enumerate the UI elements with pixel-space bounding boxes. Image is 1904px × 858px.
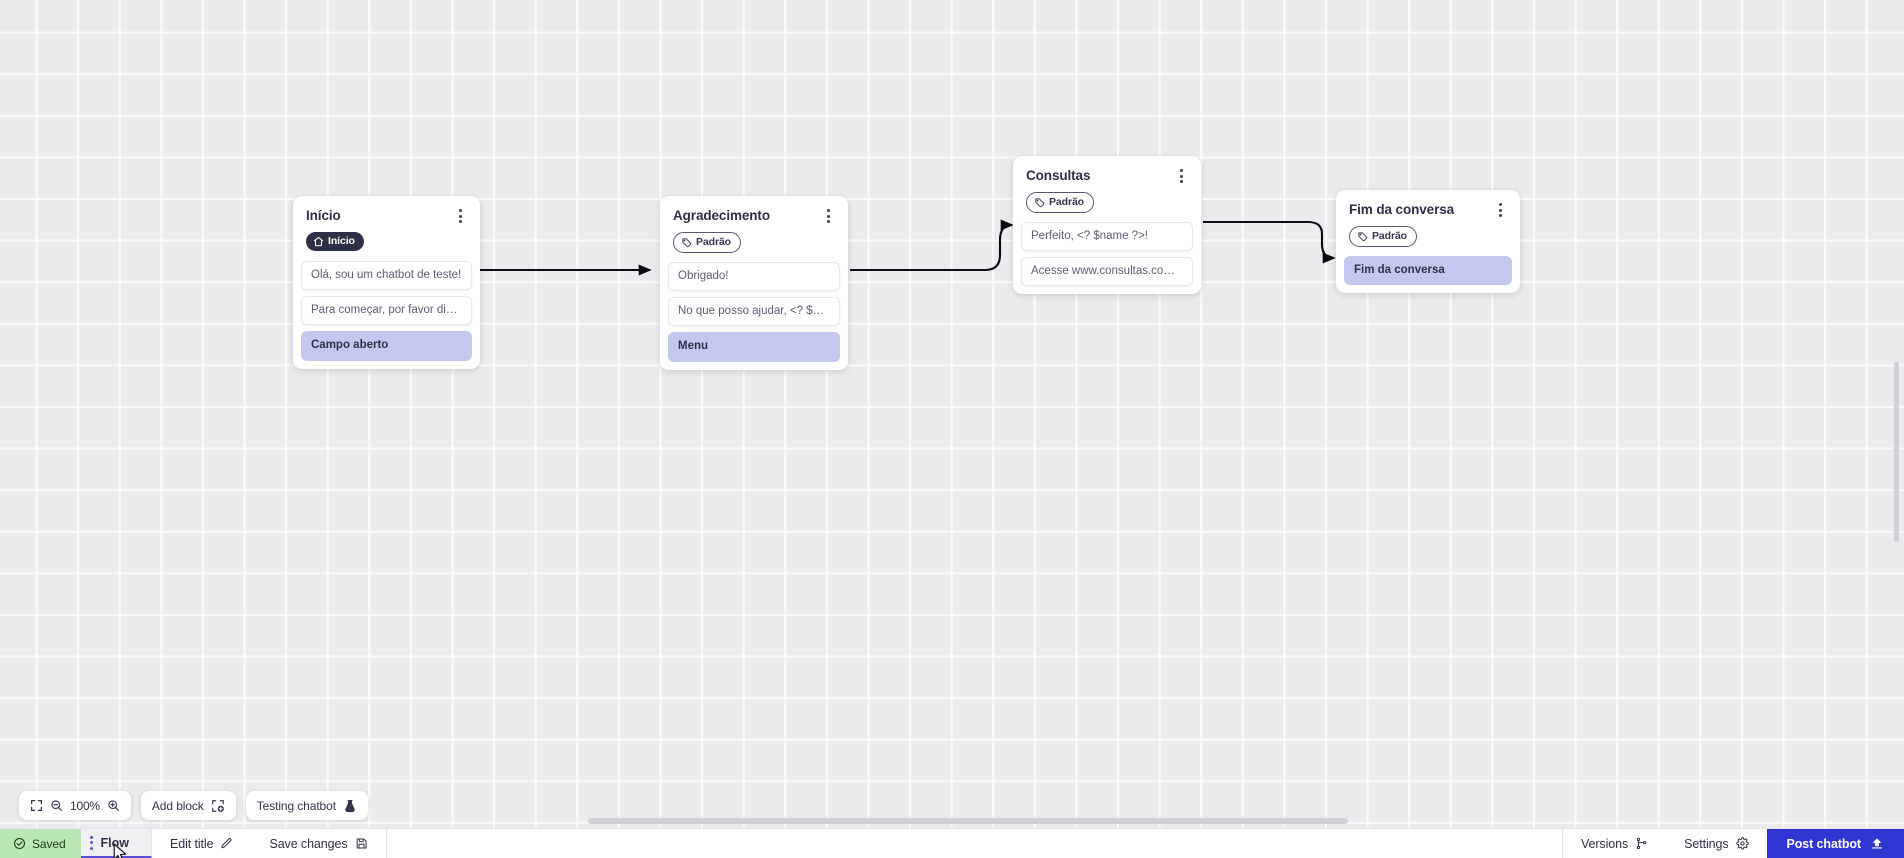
bottom-bar: Saved Flow Edit title Save changes bbox=[0, 828, 1904, 858]
node-rows: Fim da conversa bbox=[1336, 256, 1520, 293]
fit-screen-icon[interactable] bbox=[30, 799, 43, 812]
settings-label: Settings bbox=[1684, 836, 1729, 851]
node-row-accent[interactable]: Fim da conversa bbox=[1344, 256, 1512, 286]
node-menu-icon[interactable] bbox=[452, 207, 468, 225]
node-title: Fim da conversa bbox=[1349, 202, 1455, 217]
node-menu-icon[interactable] bbox=[820, 207, 836, 225]
node-row[interactable]: Olá, sou um chatbot de teste! bbox=[301, 261, 472, 291]
zoom-controls[interactable]: 100% bbox=[19, 791, 131, 820]
testing-chatbot-label: Testing chatbot bbox=[256, 798, 336, 813]
home-icon bbox=[313, 236, 324, 247]
node-badge-row: Início bbox=[293, 225, 480, 261]
node-title: Agradecimento bbox=[673, 208, 770, 223]
save-changes-button[interactable]: Save changes bbox=[251, 829, 385, 858]
node-title: Consultas bbox=[1026, 168, 1091, 183]
tab-flow[interactable]: Flow bbox=[80, 829, 152, 858]
node-rows: Obrigado! No que posso ajudar, <? $name … bbox=[660, 262, 848, 370]
node-row[interactable]: Para começar, por favor digite o ... bbox=[301, 296, 472, 326]
badge-padrao: Padrão bbox=[1349, 226, 1417, 247]
node-inicio[interactable]: Início Início Olá, sou um chatbot de tes… bbox=[293, 196, 480, 369]
node-row[interactable]: Acesse www.consultas.com par... bbox=[1021, 257, 1193, 287]
node-header: Consultas bbox=[1013, 156, 1201, 185]
bottom-bar-left: Saved Flow Edit title Save changes bbox=[0, 829, 387, 858]
floppy-disk-icon bbox=[355, 837, 368, 850]
node-rows: Olá, sou um chatbot de teste! Para começ… bbox=[293, 261, 480, 369]
node-badge-row: Padrão bbox=[660, 225, 848, 262]
save-changes-label: Save changes bbox=[269, 836, 348, 851]
edit-title-label: Edit title bbox=[170, 836, 214, 851]
node-menu-icon[interactable] bbox=[1492, 201, 1508, 219]
tag-icon bbox=[1035, 198, 1045, 208]
tag-icon bbox=[1358, 232, 1368, 242]
node-agradecimento[interactable]: Agradecimento Padrão Obrigado! No que po… bbox=[660, 196, 848, 370]
post-chatbot-button[interactable]: Post chatbot bbox=[1766, 829, 1904, 858]
kebab-icon[interactable] bbox=[89, 835, 93, 850]
flow-canvas[interactable]: Início Início Olá, sou um chatbot de tes… bbox=[0, 0, 1904, 828]
badge-padrao: Padrão bbox=[1026, 192, 1094, 213]
node-badge-row: Padrão bbox=[1336, 219, 1520, 256]
settings-button[interactable]: Settings bbox=[1666, 829, 1766, 858]
versions-label: Versions bbox=[1580, 836, 1629, 851]
node-row-accent[interactable]: Campo aberto bbox=[301, 331, 472, 361]
node-fim-da-conversa[interactable]: Fim da conversa Padrão Fim da conversa bbox=[1336, 190, 1520, 294]
badge-label: Padrão bbox=[696, 236, 731, 249]
canvas-toolbar: 100% Add block Testing chatbot bbox=[19, 791, 368, 820]
check-circle-icon bbox=[13, 837, 26, 850]
node-header: Fim da conversa bbox=[1336, 190, 1520, 219]
node-row[interactable]: No que posso ajudar, <? $name ... bbox=[668, 297, 840, 327]
node-badge-row: Padrão bbox=[1013, 185, 1201, 222]
horizontal-scrollbar[interactable] bbox=[588, 818, 1348, 824]
branch-icon bbox=[1635, 837, 1648, 850]
divider bbox=[385, 829, 387, 858]
zoom-level: 100% bbox=[70, 798, 100, 813]
badge-label: Padrão bbox=[1049, 196, 1084, 209]
node-header: Início bbox=[293, 196, 480, 225]
bottom-bar-right: Versions Settings Post ch bbox=[1561, 829, 1904, 858]
node-row[interactable]: Obrigado! bbox=[668, 262, 840, 292]
add-block-button[interactable]: Add block bbox=[140, 791, 236, 820]
upload-icon bbox=[1870, 837, 1884, 851]
gear-icon bbox=[1735, 837, 1749, 850]
post-chatbot-label: Post chatbot bbox=[1786, 836, 1862, 851]
pencil-icon bbox=[220, 837, 233, 850]
badge-inicio: Início bbox=[306, 232, 364, 251]
node-row[interactable]: Perfeito, <? $name ?>! bbox=[1021, 222, 1193, 252]
node-consultas[interactable]: Consultas Padrão Perfeito, <? $name ?>! … bbox=[1013, 156, 1201, 295]
divider bbox=[1561, 829, 1563, 858]
edge-consultas-fim bbox=[1203, 220, 1336, 264]
flow-connectors bbox=[480, 219, 1336, 276]
add-block-icon bbox=[211, 799, 225, 813]
node-menu-icon[interactable] bbox=[1173, 167, 1189, 185]
tab-flow-label: Flow bbox=[100, 835, 129, 850]
saved-label: Saved bbox=[32, 836, 66, 851]
tag-icon bbox=[682, 238, 692, 248]
status-badge-saved: Saved bbox=[0, 829, 81, 858]
edit-title-button[interactable]: Edit title bbox=[152, 829, 251, 858]
badge-label: Padrão bbox=[1372, 230, 1407, 243]
node-title: Início bbox=[306, 208, 341, 223]
vertical-scrollbar[interactable] bbox=[1894, 362, 1899, 542]
zoom-out-icon[interactable] bbox=[50, 799, 63, 812]
edge-agradecimento-consultas bbox=[850, 219, 1014, 272]
add-block-label: Add block bbox=[151, 798, 204, 813]
badge-label: Início bbox=[328, 235, 355, 248]
badge-padrao: Padrão bbox=[673, 232, 741, 253]
testing-chatbot-button[interactable]: Testing chatbot bbox=[245, 791, 368, 820]
zoom-in-icon[interactable] bbox=[107, 799, 120, 812]
node-rows: Perfeito, <? $name ?>! Acesse www.consul… bbox=[1013, 222, 1201, 294]
versions-button[interactable]: Versions bbox=[1563, 829, 1666, 858]
node-header: Agradecimento bbox=[660, 196, 848, 225]
flask-icon bbox=[343, 799, 357, 813]
node-row-accent[interactable]: Menu bbox=[668, 332, 840, 362]
